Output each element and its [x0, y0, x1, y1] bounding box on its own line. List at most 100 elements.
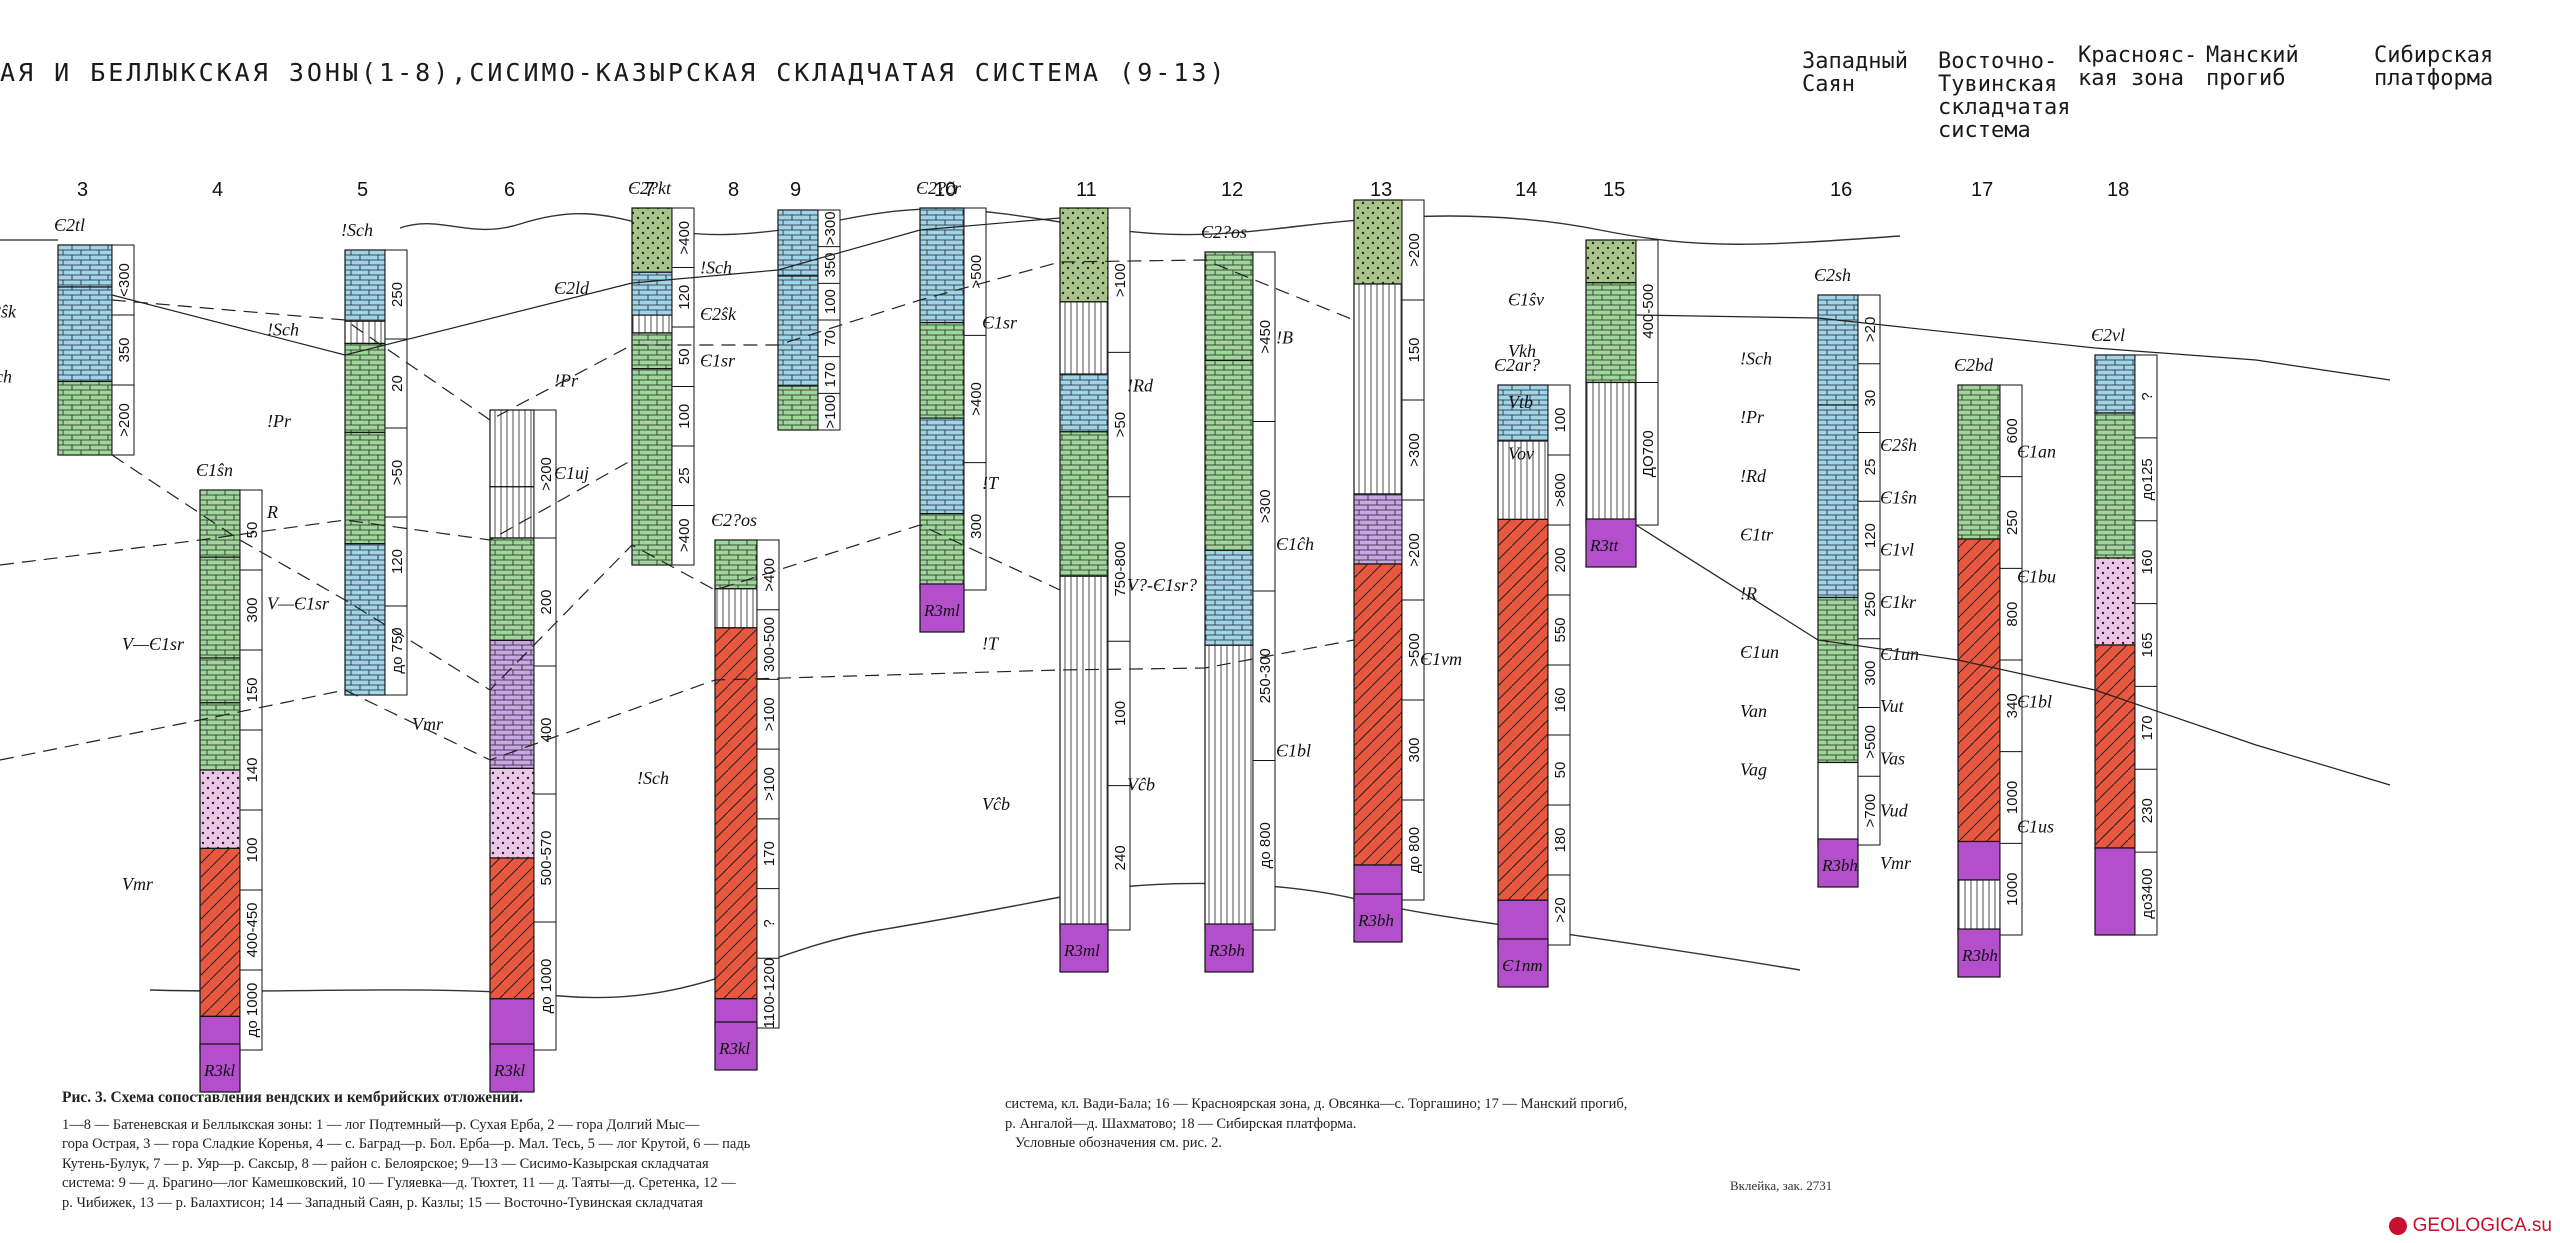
unit-label: Є2ld [554, 278, 590, 298]
thickness-label: 120 [676, 285, 693, 310]
region-line: система [1938, 118, 2031, 143]
unit-label: Vas [1880, 748, 1905, 768]
column-number: 15 [1603, 179, 1625, 201]
thickness-label: 100 [822, 289, 839, 314]
column-number: 7 [644, 179, 655, 201]
unit-label: V—Є1sr [267, 593, 330, 613]
unit-label: Vut [1880, 696, 1905, 716]
thickness-scale [239, 489, 263, 1051]
unit-label: Є1kr [1880, 592, 1917, 612]
unit-label: Є1bu [2017, 567, 2056, 587]
lithology-pattern [200, 658, 240, 703]
lithology-pattern [345, 250, 385, 322]
thickness-label: >500 [1406, 633, 1423, 667]
region-line: Западный [1802, 49, 1908, 74]
lithology-pattern [200, 557, 240, 658]
lithology-pattern [490, 486, 534, 538]
caption-line: Кутень-Булук, 7 — р. Уяр—р. Саксыр, 8 — … [62, 1155, 709, 1172]
thickness-label: 50 [1552, 762, 1569, 779]
basement-block [199, 1043, 241, 1093]
basement-block [919, 583, 965, 633]
thickness-label: 70 [822, 330, 839, 347]
lithology-pattern [1818, 405, 1858, 598]
correlation-line [0, 459, 633, 566]
lithology-pattern [920, 322, 964, 419]
thickness-label: до 1000 [244, 983, 261, 1038]
region-line: платформа [2374, 66, 2494, 91]
lithology-pattern [58, 287, 112, 382]
lithology-pattern [1498, 385, 1548, 441]
lithology-pattern [715, 627, 757, 999]
figure-caption-left: Рис. 3. Схема сопоставления вендских и к… [62, 1088, 942, 1213]
caption-line: система: 9 — д. Брагино—лог Камешковский… [62, 1175, 736, 1191]
unit-label: Є2sh [1814, 265, 1851, 285]
lithology-pattern [1354, 284, 1402, 494]
basement-label: R3ml [923, 601, 960, 620]
unit-label: Vmr [122, 874, 154, 894]
lithology-pattern [2095, 645, 2135, 848]
insert-note: Вклейка, зак. 2731 [1730, 1178, 1833, 1193]
geologica-watermark[interactable]: GEOLOGICA.su [2388, 1215, 2552, 1237]
lithology-pattern [2095, 413, 2135, 558]
lithology-pattern [632, 368, 672, 565]
lithology-pattern [715, 588, 757, 628]
column-number: 8 [728, 179, 739, 201]
unit-label: !Sch [700, 257, 732, 277]
thickness-label: 300 [968, 514, 985, 539]
thickness-label: >200 [116, 403, 133, 437]
unit-label: Є2?os [711, 510, 757, 530]
unit-label: Є2?os [1201, 222, 1247, 242]
thickness-label: >50 [389, 460, 406, 485]
thickness-label: 180 [1552, 827, 1569, 852]
thickness-label: 340 [2004, 693, 2021, 718]
thickness-label: >100 [761, 767, 778, 801]
thickness-label: 230 [2139, 798, 2156, 823]
thickness-label: >300 [1257, 489, 1274, 523]
thickness-label: >300 [1406, 433, 1423, 467]
lithology-pattern [778, 386, 818, 430]
thickness-label: 100 [244, 837, 261, 862]
unit-label: !Sch [637, 768, 669, 788]
thickness-scale [1401, 199, 1425, 901]
region-label-siberian-platform: Сибирская платформа [2374, 44, 2493, 90]
thickness-label: 800 [2004, 602, 2021, 627]
thickness-label: 160 [1552, 687, 1569, 712]
thickness-label: 30 [1862, 390, 1879, 407]
correlation-line [0, 639, 1355, 761]
thickness-label: 300 [244, 597, 261, 622]
thickness-label: 300 [1862, 661, 1879, 686]
lithology-pattern [920, 418, 964, 514]
caption-line: р. Ангалой—д. Шахматово; 18 — Сибирская … [1005, 1115, 1357, 1132]
lithology-layer [489, 998, 535, 1051]
region-label-west-sayan: Западный Саян [1802, 50, 1908, 96]
thickness-label: >700 [1862, 794, 1879, 828]
lithology-pattern [1060, 208, 1108, 302]
thickness-label: до 1000 [538, 959, 555, 1014]
unit-label: Є1tr [1740, 525, 1774, 545]
unit-label: R [266, 502, 278, 522]
thickness-label: 250-300 [1257, 648, 1274, 703]
lithology-pattern [1818, 597, 1858, 763]
thickness-label: 50 [244, 522, 261, 539]
thickness-label: 400-500 [1640, 284, 1657, 339]
lithology-pattern [1205, 550, 1253, 646]
thickness-label: до 800 [1257, 822, 1274, 868]
unit-label: Є1us [2017, 817, 2054, 837]
watermark-text: GEOLOGICA.su [2412, 1215, 2552, 1236]
region-line: Краснояс- [2078, 43, 2198, 68]
basement-block [1817, 838, 1859, 888]
thickness-label: 550 [1552, 617, 1569, 642]
thickness-label: >500 [1862, 725, 1879, 759]
lithology-pattern [1060, 576, 1108, 930]
thickness-label: 350 [116, 337, 133, 362]
lithology-pattern [1958, 539, 2000, 842]
column-number: 18 [2107, 179, 2129, 201]
basement-label: Є1nm [1502, 956, 1543, 975]
basement-block [489, 1043, 535, 1093]
thickness-label: >100 [1112, 263, 1129, 297]
lithology-pattern [345, 432, 385, 544]
thickness-label: >20 [1552, 897, 1569, 922]
region-line: кая зона [2078, 66, 2184, 91]
column-number: 14 [1515, 179, 1537, 201]
thickness-label: >450 [1257, 320, 1274, 354]
